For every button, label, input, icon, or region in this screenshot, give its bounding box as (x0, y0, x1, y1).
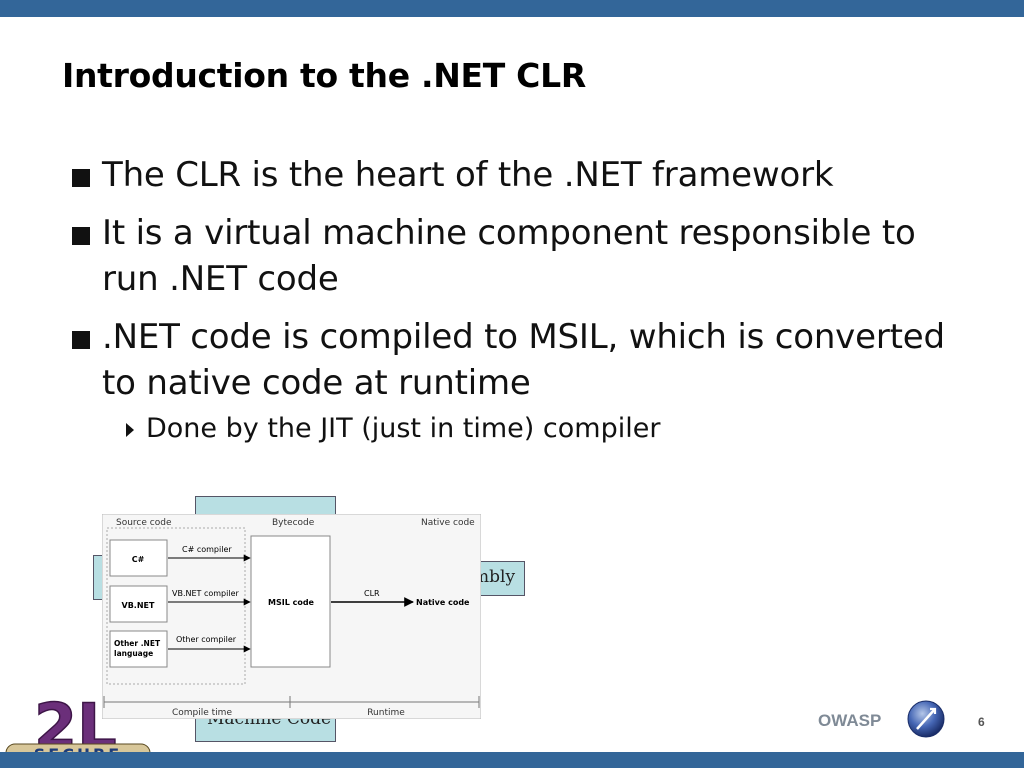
bullet-list: The CLR is the heart of the .NET framewo… (70, 152, 970, 446)
bullet-item: It is a virtual machine component respon… (70, 210, 970, 302)
source-region (106, 527, 246, 685)
section-label-source: Source code (116, 518, 172, 528)
clr-label: CLR (364, 589, 380, 598)
msil-box (250, 535, 331, 668)
sub-bullet-text: Done by the JIT (just in time) compiler (146, 413, 661, 444)
square-bullet-icon (72, 227, 90, 245)
bullet-item: .NET code is compiled to MSIL, which is … (70, 314, 970, 406)
compiler-label: VB.NET compiler (172, 589, 240, 598)
triangle-bullet-icon (126, 423, 134, 437)
native-label: Native code (416, 598, 470, 607)
lang-box-vbnet (109, 585, 168, 623)
square-bullet-icon (72, 169, 90, 187)
bullet-text: .NET code is compiled to MSIL, which is … (102, 317, 945, 403)
lang-label: C# (132, 555, 145, 564)
slide-title: Introduction to the .NET CLR (62, 56, 586, 95)
lang-box-other (109, 630, 168, 668)
timeline-label: Runtime (367, 708, 405, 718)
compiler-label: C# compiler (182, 545, 232, 554)
owasp-logo-icon (907, 700, 945, 738)
diagram-box-right: mbly (470, 561, 525, 596)
bottom-bar (0, 752, 1024, 768)
section-label-bytecode: Bytecode (272, 518, 315, 528)
lang-label: VB.NET (122, 601, 155, 610)
bullet-item: The CLR is the heart of the .NET framewo… (70, 152, 970, 198)
top-bar (0, 0, 1024, 17)
compiler-label: Other compiler (176, 635, 237, 644)
bullet-text: The CLR is the heart of the .NET framewo… (102, 155, 834, 195)
page-number: 6 (978, 715, 985, 729)
owasp-brand-text: OWASP (818, 711, 882, 730)
section-label-native: Native code (421, 518, 475, 528)
sub-bullet-item: Done by the JIT (just in time) compiler (70, 412, 970, 446)
clr-compilation-diagram: Source code Bytecode Native code C# VB.N… (102, 514, 481, 719)
square-bullet-icon (72, 331, 90, 349)
timeline-label: Compile time (172, 708, 232, 718)
msil-label: MSIL code (268, 598, 315, 607)
lang-box-csharp (109, 539, 168, 577)
bullet-text: It is a virtual machine component respon… (102, 213, 916, 299)
